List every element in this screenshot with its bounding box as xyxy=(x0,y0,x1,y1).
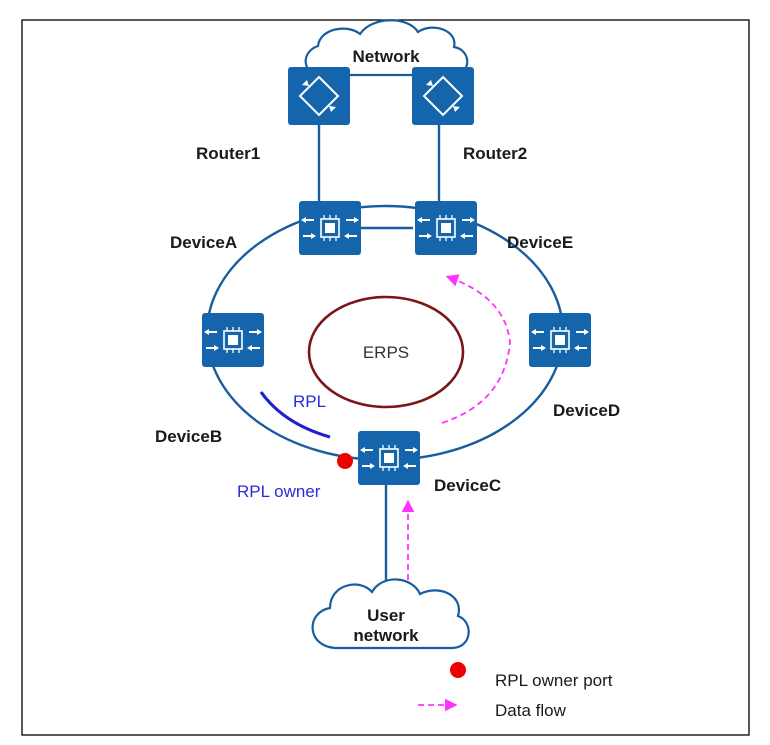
user-network-label-line1: User xyxy=(367,606,405,625)
switch-icon xyxy=(414,200,478,256)
legend: RPL owner port Data flow xyxy=(418,662,613,720)
switch-icon xyxy=(528,312,592,368)
router2-label: Router2 xyxy=(463,144,527,163)
cloud-icon xyxy=(304,19,469,77)
legend-data-flow-label: Data flow xyxy=(495,701,567,720)
deviceb-label: DeviceB xyxy=(155,427,222,446)
data-flow-ring-arrow xyxy=(441,274,511,424)
switch-icon xyxy=(357,430,421,486)
user-network-label-line2: network xyxy=(353,626,419,645)
erps-label: ERPS xyxy=(363,343,409,362)
rpl-owner-label: RPL owner xyxy=(237,482,321,501)
router1-label: Router1 xyxy=(196,144,260,163)
devicee-label: DeviceE xyxy=(507,233,573,252)
rpl-owner-port-marker xyxy=(337,453,353,469)
network-label: Network xyxy=(352,47,420,66)
legend-rpl-owner-port-marker xyxy=(450,662,466,678)
router-icon xyxy=(287,66,351,126)
legend-rpl-owner-port-label: RPL owner port xyxy=(495,671,613,690)
rpl-segment xyxy=(259,391,331,439)
router-icon xyxy=(411,66,475,126)
switch-icon xyxy=(298,200,362,256)
devicea-label: DeviceA xyxy=(170,233,237,252)
switch-icon xyxy=(201,312,265,368)
rpl-label: RPL xyxy=(293,392,326,411)
deviced-label: DeviceD xyxy=(553,401,620,420)
cloud-icon xyxy=(311,578,470,650)
devicec-label: DeviceC xyxy=(434,476,501,495)
erps-ring-ellipse xyxy=(307,295,465,409)
